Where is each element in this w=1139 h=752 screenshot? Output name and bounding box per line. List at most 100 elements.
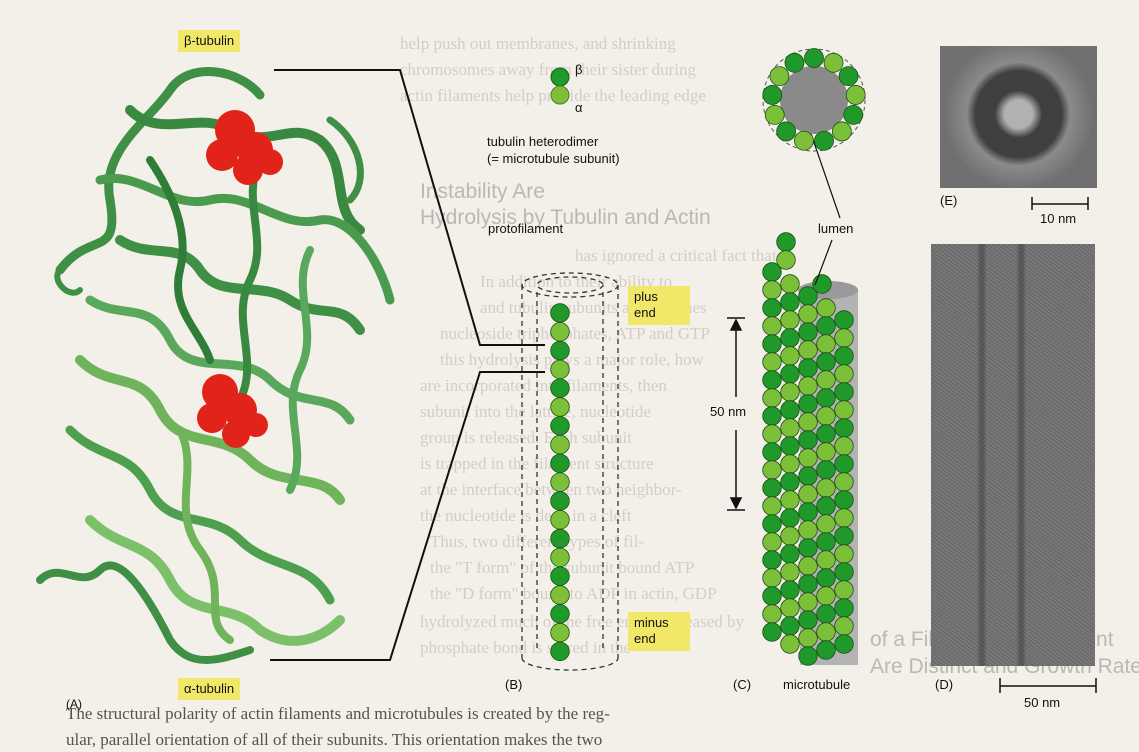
tubulin-subunit bbox=[762, 442, 782, 462]
tubulin-subunit bbox=[550, 416, 570, 436]
tubulin-subunit bbox=[550, 453, 570, 474]
tubulin-subunit bbox=[816, 352, 836, 372]
bleed-heading: Instability Are bbox=[420, 180, 545, 203]
tubulin-subunit bbox=[762, 388, 782, 408]
tubulin-subunit bbox=[798, 520, 818, 540]
tubulin-subunit bbox=[816, 316, 836, 336]
tubulin-subunit bbox=[798, 610, 818, 630]
tubulin-subunit bbox=[834, 472, 854, 492]
tubulin-subunit bbox=[798, 322, 818, 342]
tubulin-subunit bbox=[834, 310, 854, 330]
tubulin-subunit bbox=[780, 328, 800, 348]
bleed-line: are incorporated into filaments, then bbox=[420, 376, 667, 395]
tubulin-subunit bbox=[816, 298, 836, 318]
microtubule-lattice bbox=[762, 232, 854, 666]
cross-section-subunit bbox=[845, 85, 866, 105]
plus-end-label-line2: end bbox=[634, 305, 656, 321]
microtubule-cross-section bbox=[762, 48, 866, 152]
tubulin-subunit bbox=[780, 508, 800, 528]
cross-section-subunit bbox=[769, 66, 790, 87]
tubulin-subunit bbox=[798, 448, 818, 468]
tubulin-subunit bbox=[798, 556, 818, 576]
heterodimer-label-line1: tubulin heterodimer bbox=[487, 134, 599, 149]
tubulin-subunit bbox=[550, 322, 570, 342]
scale-d-label: 50 nm bbox=[1024, 695, 1061, 710]
micrograph-microtubule bbox=[931, 244, 1095, 666]
beta-symbol: β bbox=[575, 62, 583, 77]
scale-bar-e bbox=[1031, 197, 1089, 210]
tubulin-subunit bbox=[780, 274, 800, 294]
bleed-heading: Hydrolysis by Tubulin and Actin bbox=[420, 206, 711, 229]
tubulin-subunit bbox=[834, 454, 854, 474]
alpha-tubulin-label: α-tubulin bbox=[178, 678, 241, 701]
tubulin-subunit bbox=[798, 358, 818, 378]
tubulin-subunit bbox=[816, 460, 836, 480]
bleed-line: the nucleotide is deep in a cleft bbox=[420, 506, 632, 525]
tubulin-subunit bbox=[798, 304, 818, 324]
tubulin-subunit bbox=[762, 316, 782, 336]
cross-section-subunit bbox=[823, 52, 844, 73]
tubulin-subunit bbox=[798, 376, 818, 396]
bleed-line: the "D form" bound to ADP in actin, GDP bbox=[430, 584, 717, 603]
tubulin-subunit bbox=[798, 538, 818, 558]
tubulin-subunit bbox=[834, 526, 854, 546]
micrograph-cross-section bbox=[940, 46, 1097, 188]
tubulin-subunit bbox=[834, 328, 854, 348]
bleed-line: phosphate bond is stored in the bbox=[420, 638, 632, 657]
tubulin-subunit bbox=[816, 586, 836, 606]
tubulin-subunit bbox=[762, 370, 782, 390]
lumen-label: lumen bbox=[818, 221, 854, 236]
tubulin-subunit bbox=[550, 510, 570, 530]
microtubule-label: microtubule bbox=[783, 677, 851, 692]
tubulin-subunit bbox=[780, 616, 800, 636]
protofilament-label: protofilament bbox=[488, 221, 564, 236]
length-label: 50 nm bbox=[710, 404, 747, 419]
tubulin-subunit bbox=[834, 490, 854, 510]
tubulin-subunit bbox=[762, 424, 782, 444]
protofilament-cylinder-outline bbox=[521, 272, 619, 671]
tubulin-subunit bbox=[816, 496, 836, 516]
tubulin-subunit bbox=[550, 434, 570, 455]
tubulin-subunit bbox=[762, 604, 782, 624]
bleed-line: Thus, two different types of fil- bbox=[430, 532, 645, 551]
tubulin-subunit bbox=[780, 526, 800, 546]
tubulin-subunit bbox=[780, 472, 800, 492]
cross-section-subunit bbox=[804, 48, 824, 68]
heterodimer-icon bbox=[550, 67, 570, 105]
tubulin-subunit bbox=[834, 598, 854, 618]
tubulin-subunit bbox=[816, 640, 836, 660]
cross-section-subunit bbox=[764, 104, 785, 125]
alpha-symbol: α bbox=[575, 100, 583, 115]
tubulin-subunit bbox=[834, 562, 854, 582]
heterodimer-label-line2: (= microtubule subunit) bbox=[487, 151, 620, 166]
bleed-line: subunit into the lattice, nucleotide bbox=[420, 402, 651, 421]
cross-section-subunit bbox=[794, 130, 814, 151]
tubulin-subunit bbox=[762, 406, 782, 426]
tubulin-subunit bbox=[834, 346, 854, 366]
tubulin-subunit bbox=[816, 568, 836, 588]
gtp-nucleotide-bottom bbox=[197, 374, 268, 448]
tubulin-subunit bbox=[762, 586, 782, 606]
tubulin-subunit bbox=[798, 592, 818, 612]
tubulin-subunit bbox=[780, 292, 800, 312]
tubulin-subunit bbox=[550, 528, 570, 549]
bleed-line: group is released. Each subunit bbox=[420, 428, 632, 447]
bleed-line: ular, parallel orientation of all of the… bbox=[66, 730, 603, 749]
cross-section-subunit bbox=[762, 85, 783, 105]
cross-section-subunit bbox=[843, 104, 864, 125]
length-arrow bbox=[727, 317, 745, 511]
tubulin-ribbon-structure bbox=[36, 67, 395, 664]
tubulin-subunit bbox=[550, 622, 570, 643]
tubulin-subunit bbox=[798, 412, 818, 432]
tubulin-subunit bbox=[780, 562, 800, 582]
tubulin-subunit bbox=[550, 359, 570, 380]
tubulin-subunit bbox=[550, 378, 570, 398]
tubulin-subunit bbox=[816, 442, 836, 462]
panel-label-a: (A) bbox=[66, 697, 82, 711]
tubulin-subunit bbox=[816, 550, 836, 570]
tubulin-subunit bbox=[798, 394, 818, 414]
cross-section-subunit bbox=[776, 121, 797, 142]
scale-bar-d bbox=[999, 678, 1097, 693]
bleed-line: has ignored a critical fact that bbox=[575, 246, 777, 265]
bleed-line: The structural polarity of actin filamen… bbox=[66, 704, 610, 723]
